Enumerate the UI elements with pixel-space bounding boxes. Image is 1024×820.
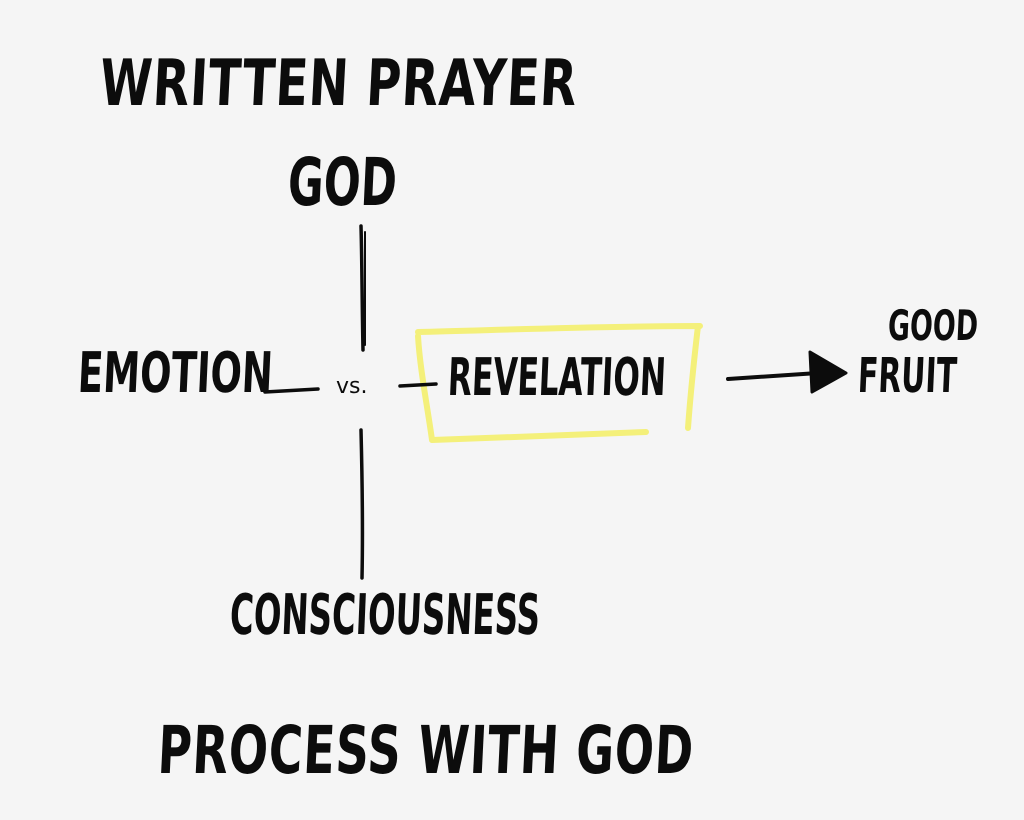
dash-right: [398, 382, 438, 388]
versus-label: vs.: [336, 374, 368, 399]
axis-label-revelation: REVELATION: [446, 348, 668, 408]
axis-label-god: GOD: [286, 144, 399, 221]
axis-label-consciousness: CONSCIOUSNESS: [228, 583, 542, 648]
vertical-axis-lower: [359, 428, 365, 580]
outcome-label-good: GOOD: [886, 301, 980, 350]
highlight-box: [415, 323, 703, 443]
outcome-label-fruit: FRUIT: [856, 348, 958, 404]
title-process-with-god: PROCESS WITH GOD: [156, 712, 696, 789]
axis-label-emotion: EMOTION: [76, 341, 275, 406]
title-written-prayer: WRITTEN PRAYER: [98, 47, 580, 121]
dash-left: [263, 387, 320, 394]
vertical-axis-upper: [359, 224, 365, 352]
arrow-head: [808, 350, 848, 394]
arrow-shaft: [726, 371, 820, 381]
